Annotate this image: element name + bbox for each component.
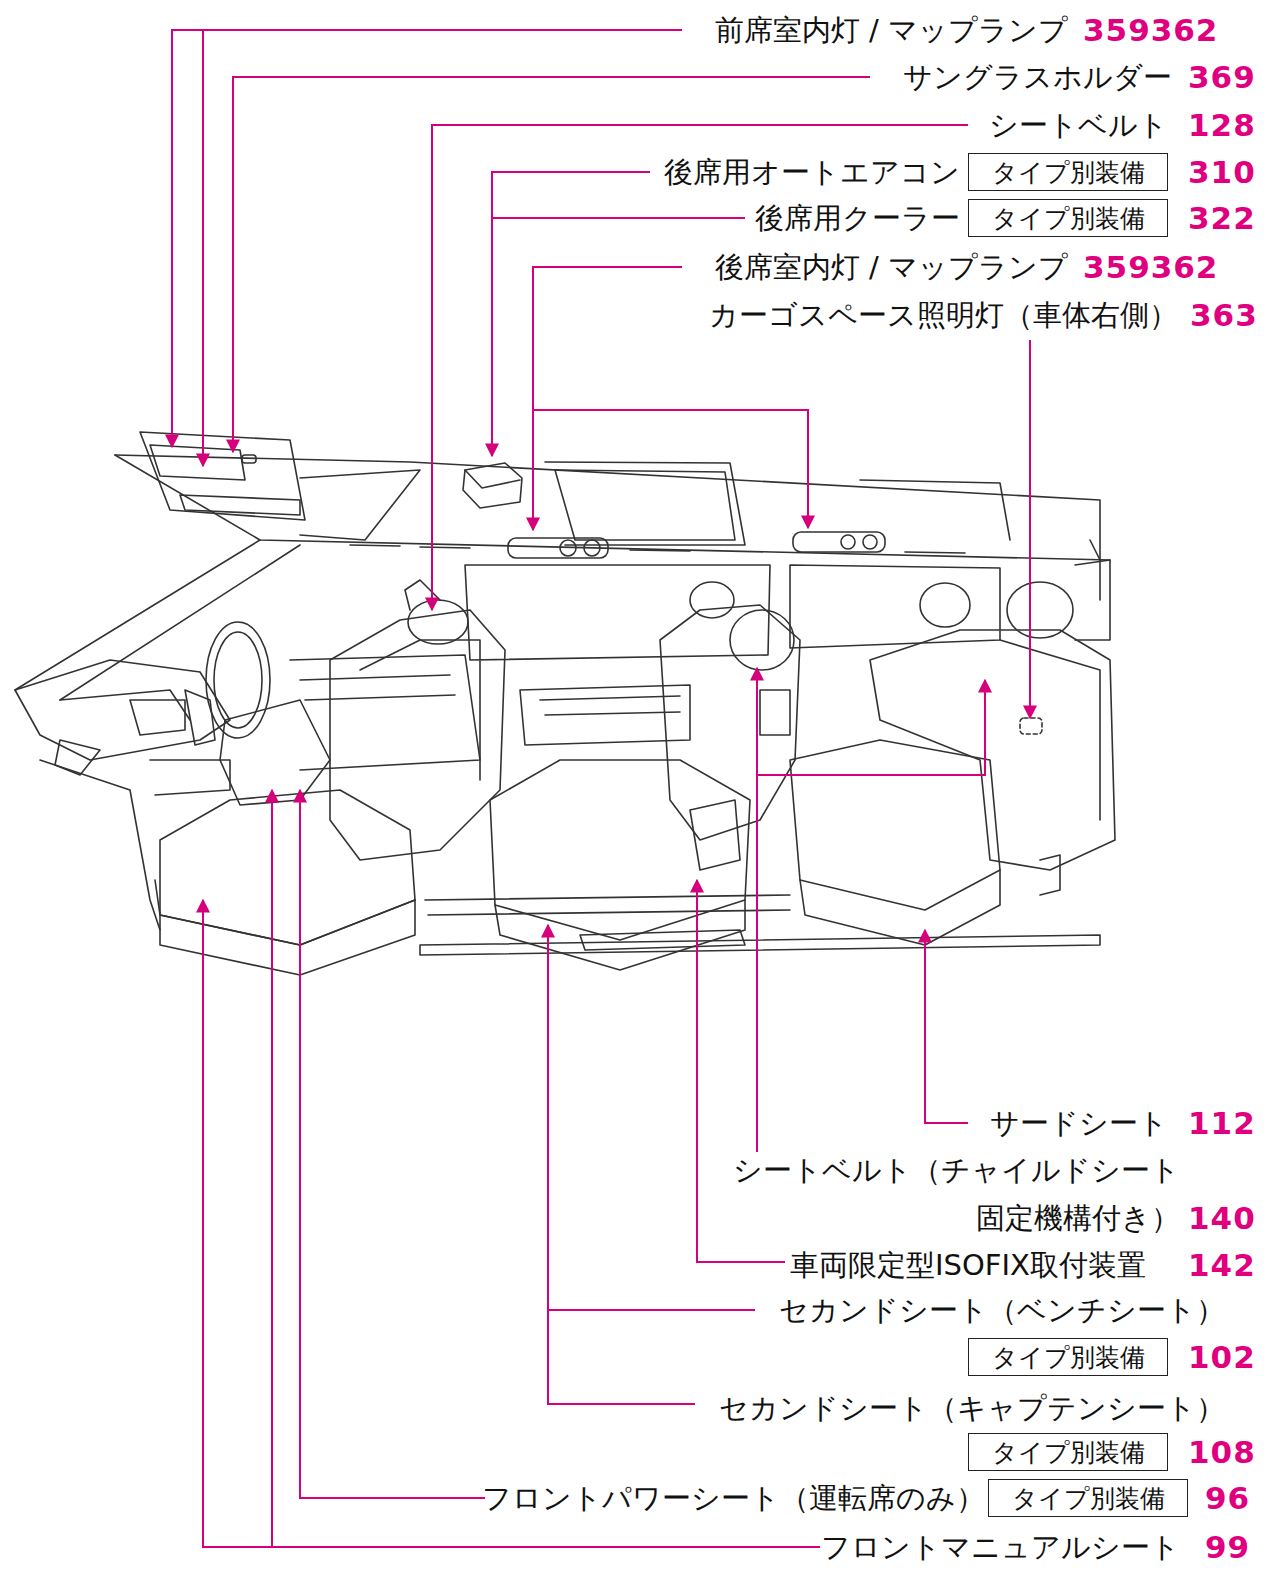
part-name: サードシート	[990, 1105, 1168, 1141]
car-drawing	[15, 432, 1115, 975]
equipment-tag: タイプ別装備	[988, 1479, 1188, 1517]
page-number: 102	[1188, 1339, 1256, 1375]
page-number: 142	[1188, 1247, 1256, 1283]
page-number: 359362	[1083, 12, 1218, 48]
tag-text: タイプ別装備	[992, 1341, 1145, 1374]
page-number: 359362	[1083, 249, 1218, 285]
equipment-tag: タイプ別装備	[968, 199, 1168, 237]
part-name: 後席用オートエアコン	[664, 154, 960, 190]
part-name: 後席用クーラー	[755, 200, 960, 236]
page-number: 112	[1188, 1105, 1256, 1141]
equipment-tag: タイプ別装備	[968, 1433, 1168, 1471]
tag-text: タイプ別装備	[992, 202, 1145, 235]
page-number: 140	[1188, 1200, 1256, 1236]
part-name: シートベルト（チャイルドシート 固定機構付き）	[710, 1146, 1180, 1242]
equipment-tag: タイプ別装備	[968, 1338, 1168, 1376]
page-number: 96	[1205, 1480, 1250, 1516]
part-name: セカンドシート（キャプテンシート）	[719, 1390, 1225, 1426]
part-name: 車両限定型ISOFIX取付装置	[790, 1247, 1146, 1283]
part-name: シートベルト	[989, 107, 1168, 143]
part-name: サングラスホルダー	[903, 59, 1172, 95]
part-name: 後席室内灯 / マップランプ	[715, 249, 1068, 285]
page-number: 369	[1188, 59, 1256, 95]
page-number: 363	[1190, 297, 1258, 333]
page-number: 310	[1188, 154, 1256, 190]
page-number: 128	[1188, 107, 1256, 143]
equipment-tag: タイプ別装備	[968, 153, 1168, 191]
tag-text: タイプ別装備	[1012, 1482, 1165, 1515]
page-number: 99	[1205, 1529, 1250, 1565]
part-name: 前席室内灯 / マップランプ	[715, 12, 1068, 48]
part-name: フロントパワーシート（運転席のみ）	[482, 1480, 985, 1516]
page-number: 322	[1188, 200, 1256, 236]
tag-text: タイプ別装備	[992, 156, 1145, 189]
page-number: 108	[1188, 1434, 1256, 1470]
part-name: フロントマニュアルシート	[821, 1529, 1180, 1565]
part-name: カーゴスペース照明灯（車体右側）	[709, 297, 1178, 333]
part-name: セカンドシート（ベンチシート）	[779, 1292, 1225, 1328]
tag-text: タイプ別装備	[992, 1436, 1145, 1469]
